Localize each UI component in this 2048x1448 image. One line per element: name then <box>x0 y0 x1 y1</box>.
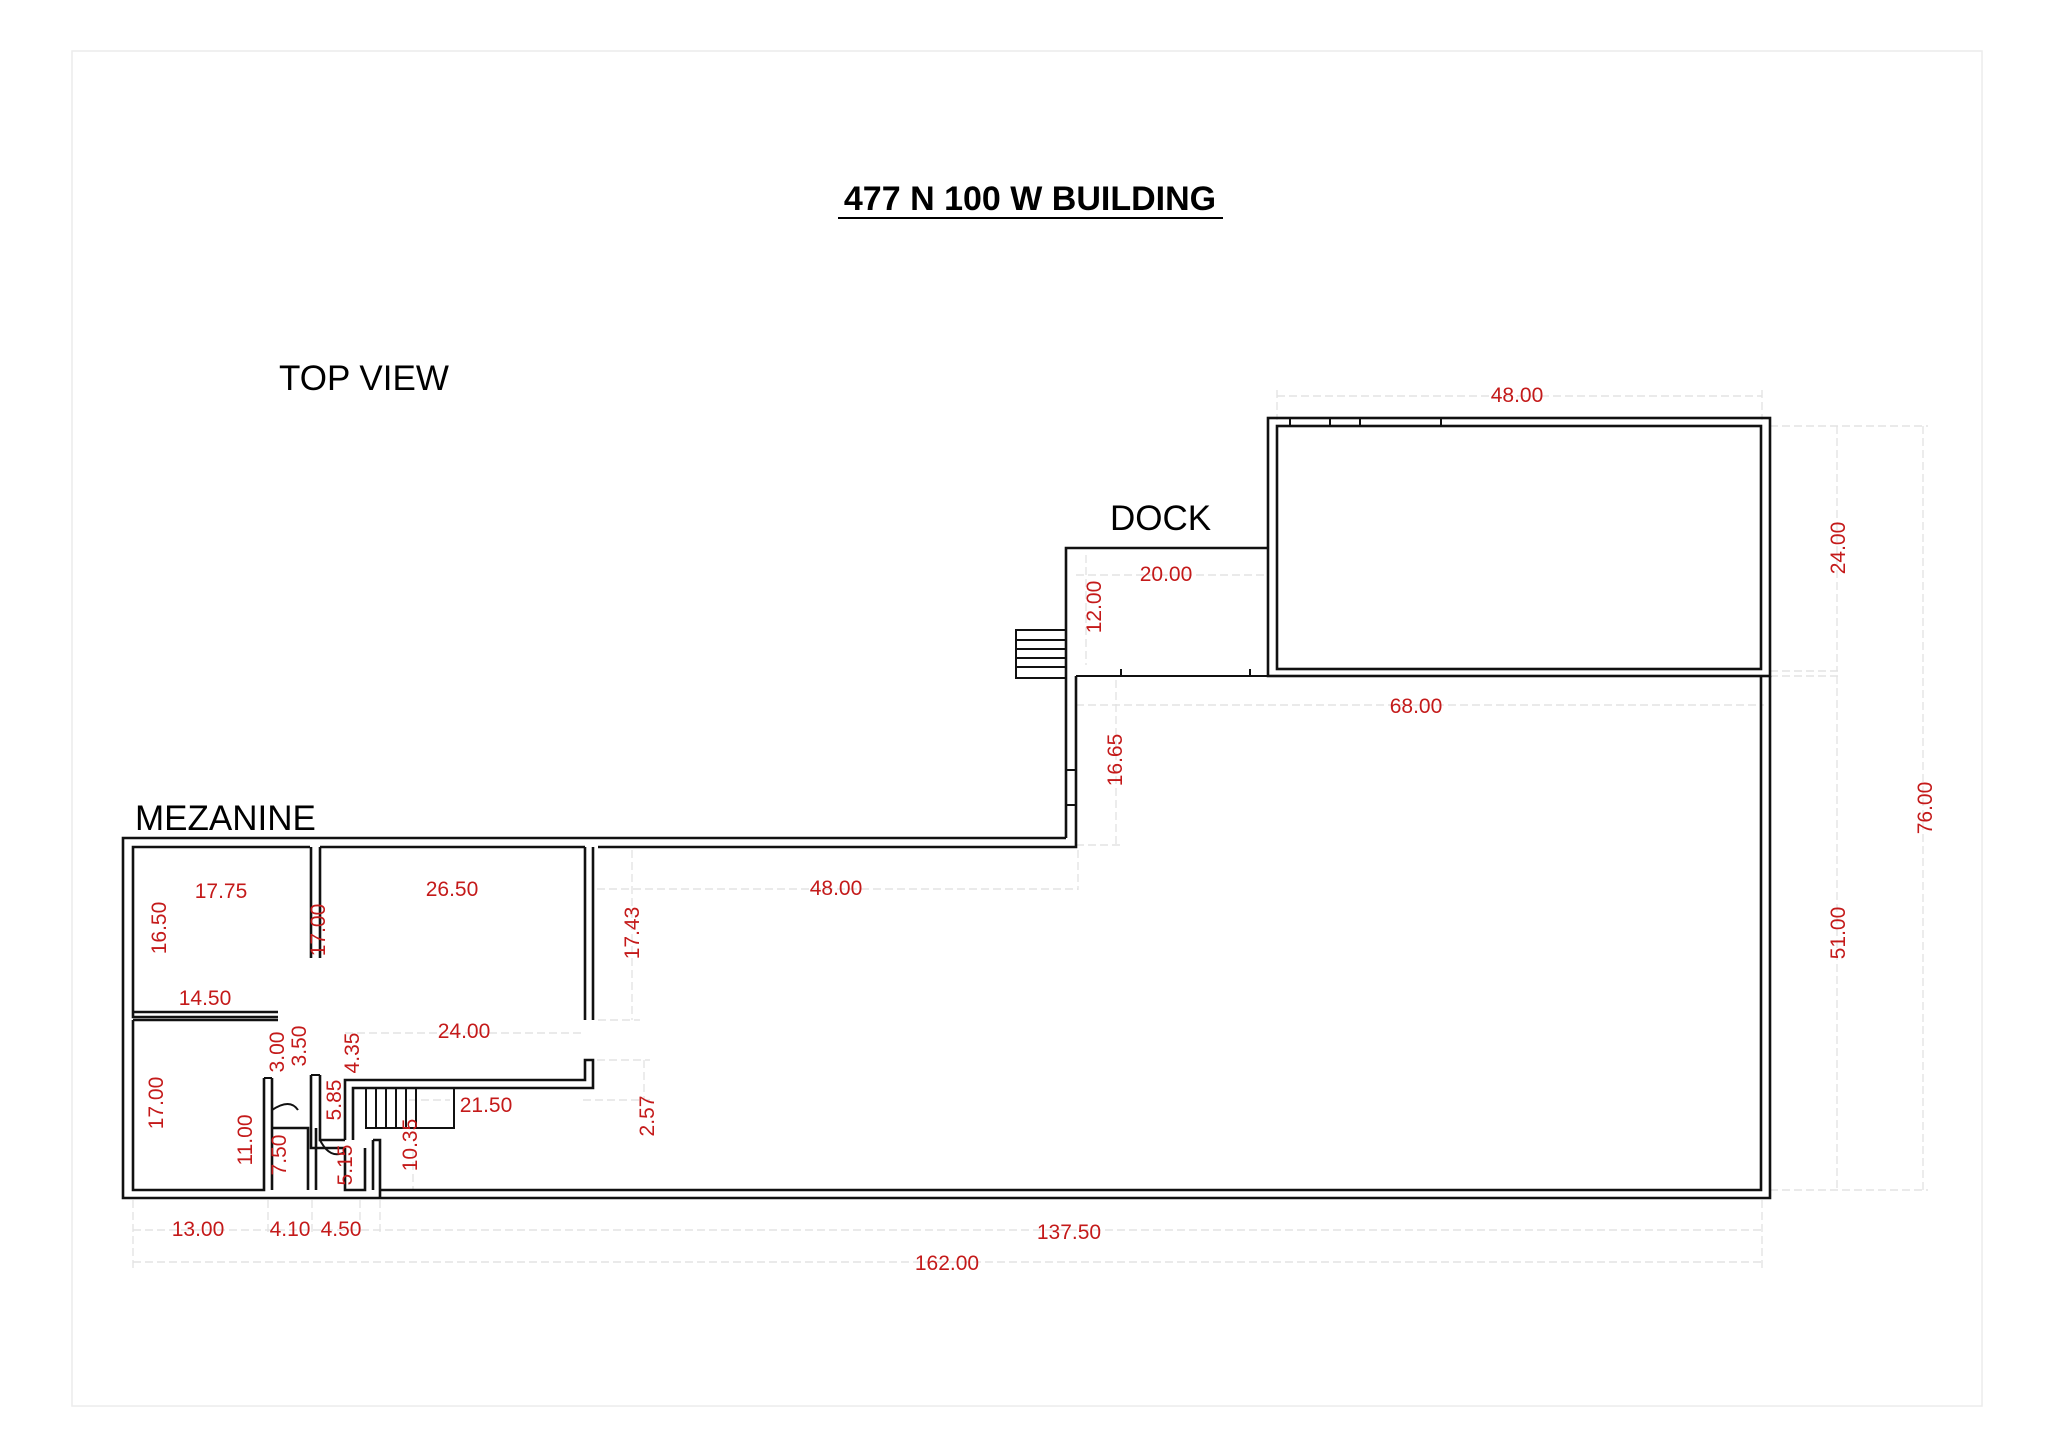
dim-main-height: 51.00 <box>1827 907 1850 960</box>
dim-bath1-height: 11.00 <box>234 1115 257 1166</box>
dim-corridor-width: 48.00 <box>810 877 863 900</box>
walls <box>121 416 1772 1200</box>
dim-hall-4-35: 4.35 <box>341 1033 364 1074</box>
dock-label: DOCK <box>1110 499 1211 538</box>
dim-bottom-137-50: 137.50 <box>1037 1221 1101 1244</box>
dim-main-width: 68.00 <box>1390 695 1443 718</box>
dim-office3-width: 14.50 <box>179 987 232 1010</box>
dim-total-height: 76.00 <box>1914 782 1937 835</box>
dim-dock-width: 20.00 <box>1140 563 1193 586</box>
dim-hall-5-85: 5.85 <box>323 1080 346 1121</box>
dimension-lines <box>132 390 1928 1268</box>
dim-bath2-height: 7.50 <box>268 1135 291 1176</box>
dim-hall-24-00: 24.00 <box>438 1020 491 1043</box>
dim-corridor-height: 17.43 <box>621 907 644 960</box>
dim-office-divider: 17.00 <box>307 904 330 957</box>
dim-bottom-4-50: 4.50 <box>321 1218 362 1241</box>
dim-main-offset: 16.65 <box>1104 734 1127 787</box>
dim-office1-height: 16.50 <box>148 902 171 955</box>
dim-bottom-4-10: 4.10 <box>270 1218 311 1241</box>
dim-stair-width: 21.50 <box>460 1094 513 1117</box>
dim-hall-3-50: 3.50 <box>288 1026 311 1067</box>
dim-dock-right-height: 24.00 <box>1827 522 1850 575</box>
dim-stair-height: 10.35 <box>399 1119 422 1172</box>
dim-dock-depth: 12.00 <box>1083 581 1106 634</box>
dim-overall-width: 162.00 <box>915 1252 979 1275</box>
dim-dock-top-width: 48.00 <box>1491 384 1544 407</box>
mezzanine-label: MEZANINE <box>135 799 316 838</box>
dim-office1-width: 17.75 <box>195 880 248 903</box>
dim-hall-3-00: 3.00 <box>266 1032 289 1073</box>
dim-bath3-height: 5.15 <box>334 1145 357 1186</box>
dim-bottom-13: 13.00 <box>172 1218 225 1241</box>
dim-office3-height: 17.00 <box>145 1077 168 1130</box>
dim-office2-width: 26.50 <box>426 878 479 901</box>
top-view-label: TOP VIEW <box>279 359 449 398</box>
sheet-border <box>71 50 1983 1407</box>
dimension-labels: 48.00 24.00 20.00 12.00 68.00 16.65 76.0… <box>145 384 1937 1275</box>
page-title: 477 N 100 W BUILDING <box>844 180 1216 218</box>
dim-stair-offset: 2.57 <box>636 1096 659 1137</box>
